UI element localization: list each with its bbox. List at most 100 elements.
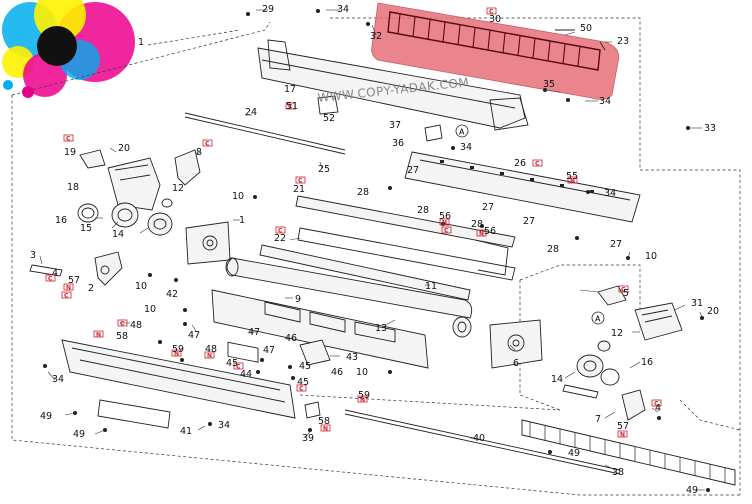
part-number: 11: [425, 281, 437, 292]
part-number: 5: [623, 288, 629, 299]
svg-text:C: C: [236, 364, 241, 371]
note-marker-c: C: [532, 159, 543, 168]
svg-text:C: C: [48, 276, 53, 283]
part-number: 46: [331, 367, 343, 378]
duct-9[interactable]: [211, 289, 429, 369]
note-marker-c: C: [651, 399, 662, 408]
part-number: 28: [357, 187, 369, 198]
svg-text:N: N: [570, 178, 575, 185]
part-number: 4: [52, 268, 58, 279]
brand-logo: [2, 0, 135, 98]
part-number: 15: [80, 223, 92, 234]
roller-13[interactable]: [259, 244, 472, 338]
part-number: 48: [205, 344, 217, 355]
note-marker-c: C: [295, 176, 306, 185]
part-number: 3: [30, 250, 36, 261]
part-number: 36: [392, 138, 404, 149]
svg-text:N: N: [207, 353, 212, 360]
long-shaft-40[interactable]: [344, 409, 621, 475]
ref-marker-a-top: A: [455, 124, 469, 138]
part-number: 59: [172, 344, 184, 355]
part-number: 45: [297, 377, 309, 388]
part-number: 34: [604, 188, 616, 199]
part-number: 48: [130, 320, 142, 331]
note-marker-c: C: [117, 319, 128, 328]
part-number: 45: [226, 358, 238, 369]
part-number: 49: [568, 448, 580, 459]
part-number: 28: [547, 244, 559, 255]
small-parts: [43, 9, 710, 492]
part-number: 27: [407, 165, 419, 176]
svg-text:A: A: [595, 315, 601, 324]
part-number: 40: [473, 433, 485, 444]
comb-plate-38[interactable]: [521, 419, 736, 486]
gear-bracket-assembly[interactable]: [79, 149, 201, 211]
note-marker-c: C: [296, 384, 307, 393]
part-number: 59: [358, 390, 370, 401]
left-gears[interactable]: [77, 198, 173, 236]
note-marker-n: N: [567, 176, 578, 185]
right-gear-assembly[interactable]: [562, 285, 683, 421]
part-number: 12: [172, 183, 184, 194]
upper-plate-26[interactable]: [404, 151, 641, 223]
svg-text:C: C: [535, 161, 540, 168]
part-number: 16: [55, 215, 67, 226]
part-number: 58: [318, 416, 330, 427]
part-number: 2: [88, 283, 94, 294]
part-number: 27: [610, 239, 622, 250]
part-number: 9: [295, 294, 301, 305]
part-number: 41: [180, 426, 192, 437]
shaft-24[interactable]: [184, 112, 346, 155]
part-number: 21: [293, 184, 305, 195]
part-number: 26: [514, 158, 526, 169]
part-number: 56: [439, 211, 451, 222]
note-marker-n: N: [93, 330, 104, 339]
part-number: 14: [551, 374, 563, 385]
svg-text:N: N: [479, 231, 484, 238]
svg-text:C: C: [64, 293, 69, 300]
part-number: 34: [52, 374, 64, 385]
part-number: 32: [370, 31, 382, 42]
part-number: 55: [566, 171, 578, 182]
right-side-plate[interactable]: [489, 319, 543, 369]
part-number: 23: [617, 36, 629, 47]
part-number: 19: [64, 147, 76, 158]
part-number: 29: [262, 4, 274, 15]
part-number: 12: [611, 328, 623, 339]
part-number: 28: [417, 205, 429, 216]
part-number: 49: [40, 411, 52, 422]
note-marker-n: N: [439, 218, 450, 227]
part-number: 20: [707, 306, 719, 317]
note-markers: C C C C C C N N C N C C N C C C N N N C …: [45, 7, 662, 439]
note-marker-c: C: [486, 7, 497, 16]
svg-text:C: C: [489, 9, 494, 16]
part-number: 10: [135, 281, 147, 292]
part-number: 22: [274, 233, 286, 244]
note-marker-c: C: [285, 102, 296, 111]
note-marker-c: C: [233, 362, 244, 371]
part-number: 10: [144, 304, 156, 315]
part-number: 1: [239, 215, 245, 226]
svg-text:C: C: [66, 136, 71, 143]
part-number: 20: [118, 143, 130, 154]
part-number: 47: [188, 330, 200, 341]
left-side-plate[interactable]: [185, 221, 231, 265]
upper-frame-part[interactable]: [257, 39, 529, 131]
note-marker-c: C: [618, 285, 629, 294]
part-number: 34: [460, 142, 472, 153]
part-number: 43: [346, 352, 358, 363]
front-cover[interactable]: [61, 339, 296, 429]
note-marker-n: N: [357, 395, 368, 404]
svg-text:C: C: [288, 104, 293, 111]
svg-text:C: C: [205, 141, 210, 148]
left-shaft-arm[interactable]: [29, 251, 123, 286]
part-number: 16: [641, 357, 653, 368]
part-number: 33: [704, 123, 716, 134]
svg-text:C: C: [444, 228, 449, 235]
part-number: 49: [686, 485, 698, 496]
part-number: 24: [245, 107, 257, 118]
roller-11[interactable]: [225, 257, 473, 319]
top-rail-highlight[interactable]: [371, 2, 620, 100]
part-number: 4: [655, 403, 661, 414]
